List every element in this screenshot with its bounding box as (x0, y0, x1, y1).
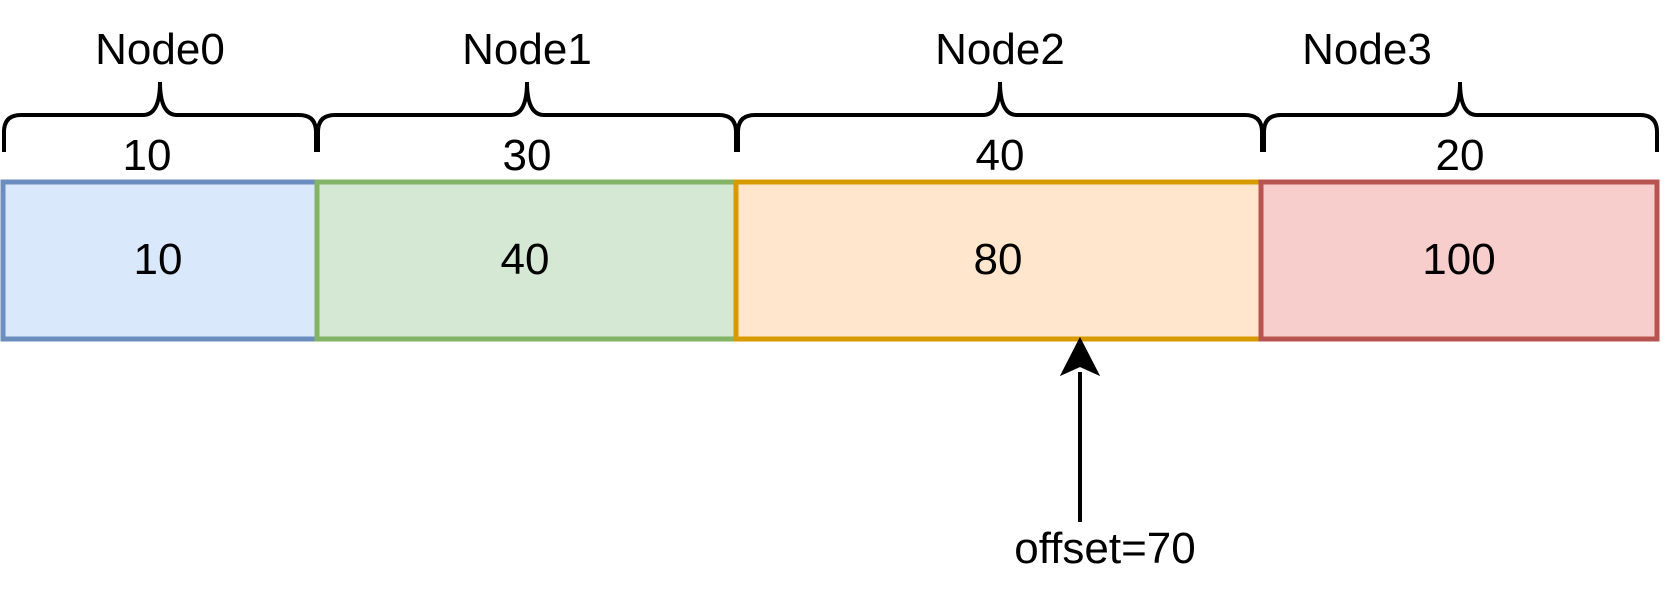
node-1-box (314, 179, 739, 342)
node-0-title: Node0 (95, 25, 225, 74)
offset-arrow-head (1059, 336, 1101, 377)
node-3-brace (1262, 81, 1659, 152)
node-2-box (733, 179, 1264, 342)
node-0-brace (2, 81, 318, 152)
node-0-group: Node0 10 10 (0, 25, 320, 342)
node-2-title: Node2 (935, 25, 1065, 74)
node-1-cumulative: 40 (501, 235, 550, 284)
node-1-brace (316, 81, 738, 152)
node-0-weight: 10 (123, 131, 172, 180)
node-3-box (1258, 179, 1660, 342)
node-3-title: Node3 (1302, 25, 1432, 74)
offset-label: offset=70 (1014, 524, 1195, 573)
node-1-group: Node1 30 40 (314, 25, 739, 342)
node-2-weight: 40 (976, 131, 1025, 180)
node-2-brace (736, 81, 1264, 152)
node-3-weight: 20 (1436, 131, 1485, 180)
offset-pointer: offset=70 (1014, 336, 1196, 573)
node-1-title: Node1 (462, 25, 592, 74)
node-2-group: Node2 40 80 (733, 25, 1264, 342)
node-1-weight: 30 (503, 131, 552, 180)
node-3-group: Node3 20 100 (1258, 25, 1660, 342)
node-3-cumulative: 100 (1422, 235, 1495, 284)
node-0-cumulative: 10 (134, 235, 183, 284)
node-2-cumulative: 80 (974, 235, 1023, 284)
